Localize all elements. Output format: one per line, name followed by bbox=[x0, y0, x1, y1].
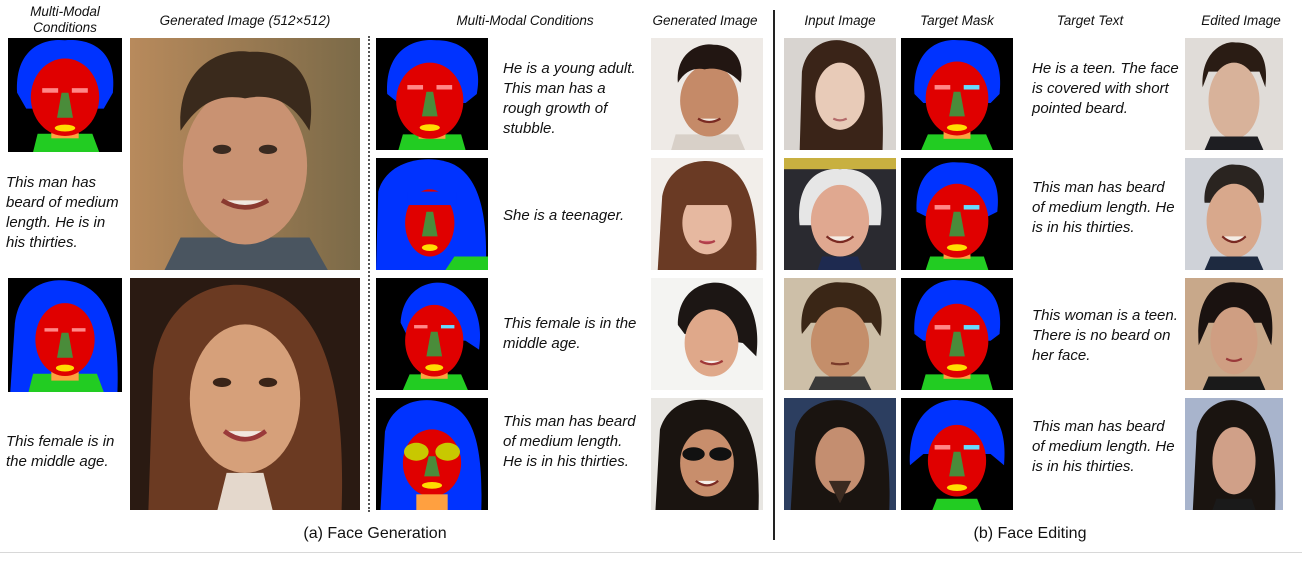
generated-face-image bbox=[130, 278, 360, 510]
generated-face-image bbox=[651, 398, 763, 510]
condition-text: This female is in the middle age. bbox=[503, 315, 637, 352]
edited-face-image bbox=[1185, 158, 1283, 270]
condition-text: This female is in the middle age. bbox=[6, 433, 115, 470]
target-mask bbox=[901, 38, 1013, 150]
header-target-mask: Target Mask bbox=[920, 13, 994, 28]
generated-face-image bbox=[130, 38, 360, 270]
semantic-mask bbox=[376, 158, 488, 270]
input-face-image bbox=[784, 398, 896, 510]
header-input-image: Input Image bbox=[804, 13, 876, 28]
semantic-mask bbox=[8, 38, 122, 152]
semantic-mask bbox=[376, 278, 488, 390]
target-text: This man has beard of medium length. He … bbox=[1032, 179, 1175, 236]
target-mask bbox=[901, 158, 1013, 270]
generated-face-image bbox=[651, 38, 763, 150]
input-face-image bbox=[784, 278, 896, 390]
input-face-image bbox=[784, 38, 896, 150]
edited-face-image bbox=[1185, 38, 1283, 150]
dotted-divider bbox=[368, 36, 370, 512]
header-target-text: Target Text bbox=[1056, 13, 1124, 28]
target-mask bbox=[901, 278, 1013, 390]
header-multimodal-conditions-left: Multi-Modal Conditions bbox=[30, 4, 100, 35]
input-face-image bbox=[784, 158, 896, 270]
target-text: This man has beard of medium length. He … bbox=[1032, 418, 1175, 475]
header-multimodal-conditions-mid: Multi-Modal Conditions bbox=[456, 13, 594, 28]
target-text: This woman is a teen. There is no beard … bbox=[1032, 307, 1178, 364]
condition-text: This man has beard of medium length. He … bbox=[503, 413, 636, 470]
edited-face-image bbox=[1185, 398, 1283, 510]
condition-text: This man has beard of medium length. He … bbox=[6, 174, 119, 251]
semantic-mask bbox=[376, 398, 488, 510]
edited-face-image bbox=[1185, 278, 1283, 390]
condition-text: She is a teenager. bbox=[503, 207, 625, 224]
target-text: He is a teen. The face is covered with s… bbox=[1032, 60, 1179, 117]
condition-text: He is a young adult. This man has a roug… bbox=[503, 60, 636, 137]
header-edited-image: Edited Image bbox=[1201, 13, 1281, 28]
solid-divider bbox=[773, 10, 775, 540]
header-generated-image-512: Generated Image (512×512) bbox=[159, 13, 331, 28]
semantic-mask bbox=[8, 278, 122, 392]
header-generated-image: Generated Image bbox=[652, 13, 758, 28]
semantic-mask bbox=[376, 38, 488, 150]
subcaption-face-editing: (b) Face Editing bbox=[973, 525, 1087, 542]
generated-face-image bbox=[651, 278, 763, 390]
bottom-rule bbox=[0, 552, 1302, 553]
generated-face-image bbox=[651, 158, 763, 270]
target-mask bbox=[901, 398, 1013, 510]
subcaption-face-generation: (a) Face Generation bbox=[303, 525, 447, 542]
